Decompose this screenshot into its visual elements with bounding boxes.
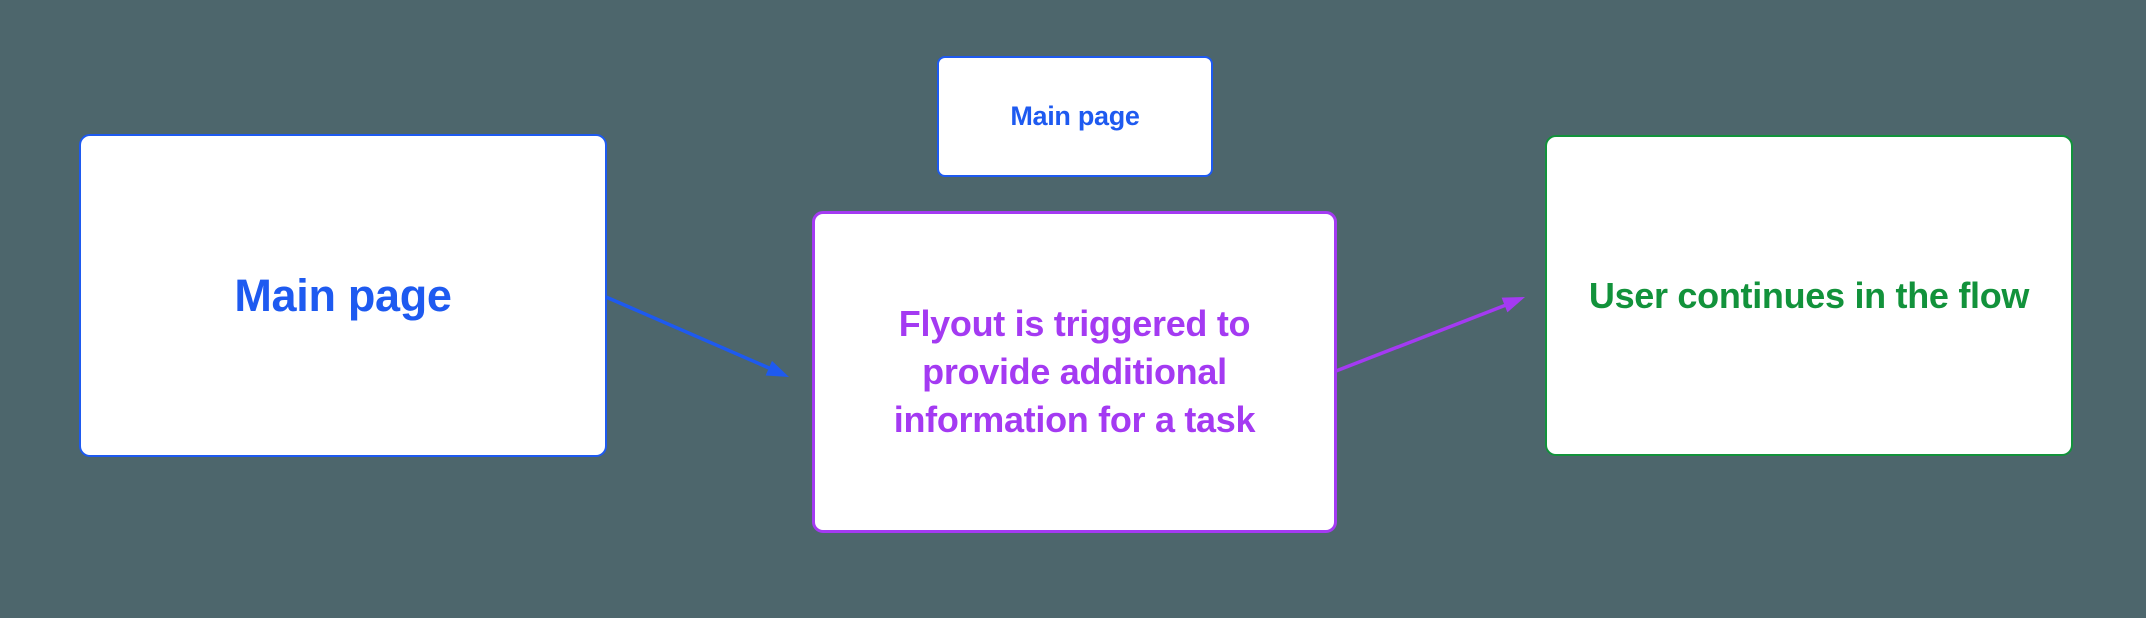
node-main-page-small-label: Main page xyxy=(1010,100,1140,131)
node-flyout[interactable]: Flyout is triggered to provide additiona… xyxy=(812,211,1337,533)
connector-main-to-flyout-line xyxy=(605,295,770,370)
arrowhead-right-icon xyxy=(1501,297,1525,313)
connector-main-to-flyout[interactable] xyxy=(605,295,789,377)
node-main-page-label: Main page xyxy=(234,269,452,321)
connector-flyout-to-continue[interactable] xyxy=(1335,297,1525,373)
node-flyout-label: Flyout is triggered to provide additiona… xyxy=(893,303,1256,440)
connector-flyout-to-continue-line xyxy=(1335,303,1507,373)
node-user-continues-label: User continues in the flow xyxy=(1588,274,2030,316)
node-user-continues[interactable]: User continues in the flow xyxy=(1545,135,2073,456)
node-main-page[interactable]: Main page xyxy=(79,134,607,457)
node-main-page-small[interactable]: Main page xyxy=(937,56,1213,177)
arrowhead-right-icon xyxy=(765,360,789,377)
